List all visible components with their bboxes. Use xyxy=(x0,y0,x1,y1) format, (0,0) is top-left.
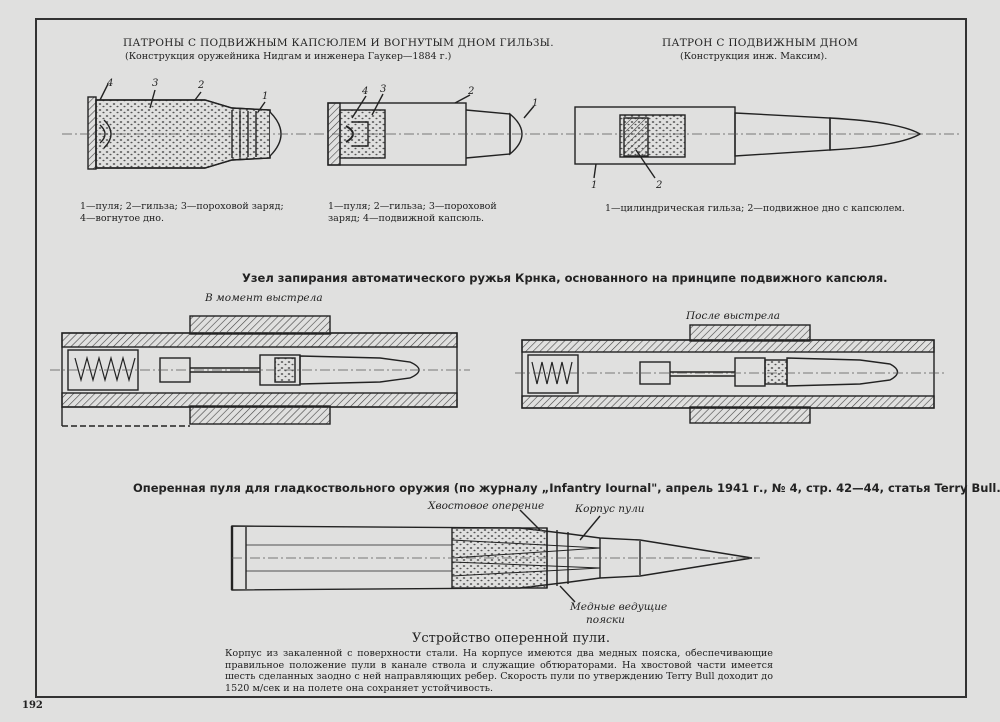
label-tail-fins: Хвостовое оперение xyxy=(428,500,545,512)
section1-subtitle: (Конструкция оружейника Нидгам и инженер… xyxy=(125,51,452,62)
krnka-assembly-after-firing xyxy=(521,324,935,424)
label-copper-bands: Медные ведущие xyxy=(570,601,668,613)
cartridge-needham-b xyxy=(327,93,535,166)
callout-c-2: 2 xyxy=(656,180,663,191)
section3-title: Узел запирания автоматического ружья Крн… xyxy=(242,271,888,285)
callout-a-4: 4 xyxy=(107,78,114,89)
callout-c-1: 1 xyxy=(591,180,598,191)
callout-b-3: 3 xyxy=(380,84,387,95)
callout-a-3: 3 xyxy=(152,78,159,89)
callout-b-2: 2 xyxy=(468,86,475,97)
callout-b-4: 4 xyxy=(362,86,369,97)
legend-cartridge-a: 1—пуля; 2—гильза; 3—пороховой заряд; 4—в… xyxy=(80,201,284,224)
description-paragraph: Корпус из закаленной с поверхности стали… xyxy=(225,648,773,694)
callout-b-1: 1 xyxy=(532,98,539,109)
figure-caption: Устройство оперенной пули. xyxy=(412,631,610,646)
label-at-firing: В момент выстрела xyxy=(205,292,323,304)
label-after-firing: После выстрела xyxy=(686,310,780,322)
legend-cartridge-c: 1—цилиндрическая гильза; 2—подвижное дно… xyxy=(605,203,905,214)
section2-subtitle: (Конструкция инж. Максим). xyxy=(680,51,828,62)
page-frame xyxy=(35,18,967,698)
label-copper-bands-2: пояски xyxy=(586,614,625,626)
page-number: 192 xyxy=(22,700,43,711)
cartridge-maxim xyxy=(574,106,922,179)
section4-title: Оперенная пуля для гладкоствольного оруж… xyxy=(133,481,1000,495)
callout-a-1: 1 xyxy=(262,91,269,102)
label-bullet-body: Корпус пули xyxy=(575,503,645,515)
callout-a-2: 2 xyxy=(198,80,205,91)
finned-bullet-diagram xyxy=(230,509,760,603)
cartridge-needham-a xyxy=(87,83,282,170)
krnka-assembly-firing xyxy=(61,315,458,427)
legend-cartridge-b: 1—пуля; 2—гильза; 3—пороховой заряд; 4—п… xyxy=(328,201,497,224)
section1-title: ПАТРОНЫ С ПОДВИЖНЫМ КАПСЮЛЕМ И ВОГНУТЫМ … xyxy=(123,37,554,49)
section2-title: ПАТРОН С ПОДВИЖНЫМ ДНОМ xyxy=(662,37,859,49)
